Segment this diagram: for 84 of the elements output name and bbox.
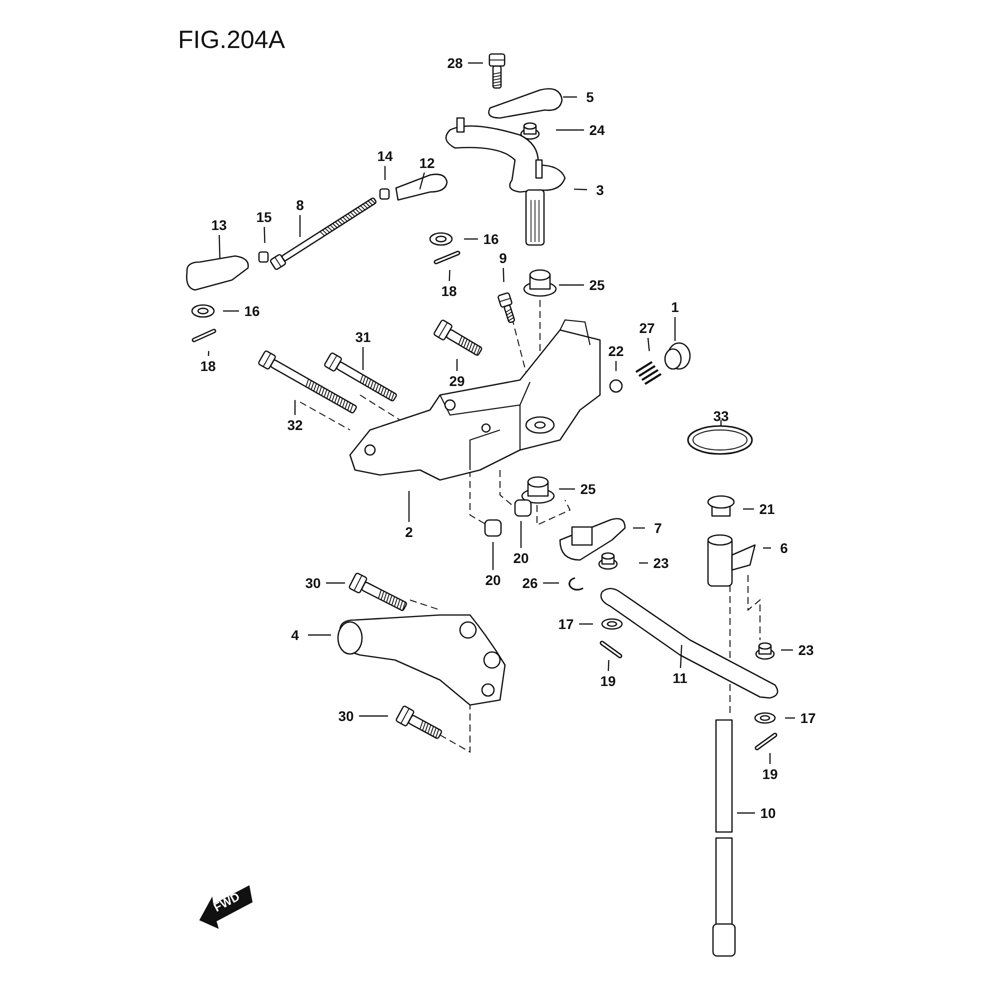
- callout-number: 31: [354, 329, 372, 345]
- callout-number: 24: [588, 122, 606, 138]
- leader-line: [556, 129, 584, 131]
- callout-number: 25: [588, 277, 606, 293]
- leader-line: [579, 623, 593, 625]
- leader-line: [633, 527, 645, 529]
- leader-line: [362, 347, 364, 370]
- leader-line: [647, 338, 650, 352]
- leader-line: [419, 172, 425, 190]
- callout-number: 20: [484, 572, 502, 588]
- leader-line: [502, 268, 504, 282]
- callout-number: 29: [448, 373, 466, 389]
- leader-line: [680, 644, 682, 668]
- callout-number: 3: [595, 182, 605, 198]
- callout-number: 5: [585, 89, 595, 105]
- callout-number: 7: [653, 520, 663, 536]
- callout-number: 19: [599, 673, 617, 689]
- callout-number: 16: [482, 231, 500, 247]
- callout-number: 30: [337, 708, 355, 724]
- leader-line: [464, 238, 478, 240]
- leader-line: [763, 547, 771, 549]
- leader-line: [674, 317, 676, 341]
- direction-label: FWD: [212, 890, 242, 914]
- callout-number: 20: [512, 550, 530, 566]
- leader-line: [563, 96, 577, 98]
- callout-number: 21: [758, 501, 776, 517]
- callout-number: 12: [418, 155, 436, 171]
- callout-number: 16: [243, 303, 261, 319]
- leader-line: [639, 562, 648, 564]
- callout-number: 28: [446, 55, 464, 71]
- callout-number: 26: [521, 575, 539, 591]
- callout-number: 8: [295, 197, 305, 213]
- leader-line: [408, 491, 410, 522]
- callout-number: 27: [638, 320, 656, 336]
- callout-number: 33: [712, 408, 730, 424]
- leader-line: [294, 400, 296, 415]
- leader-line: [559, 284, 584, 286]
- leader-line: [608, 660, 610, 672]
- leader-line: [615, 361, 617, 371]
- leader-line: [737, 812, 755, 814]
- leader-line: [264, 226, 266, 244]
- callout-number: 15: [255, 209, 273, 225]
- callout-number: 6: [779, 540, 789, 556]
- callout-number: 10: [759, 805, 777, 821]
- callout-number: 17: [557, 616, 575, 632]
- callout-number: 23: [797, 642, 815, 658]
- callout-number: 32: [286, 417, 304, 433]
- leader-line: [781, 649, 793, 651]
- callout-number: 11: [672, 670, 688, 686]
- leader-line: [720, 420, 722, 426]
- callout-number: 14: [376, 148, 394, 164]
- leader-line: [543, 582, 559, 584]
- callout-number: 18: [199, 358, 217, 374]
- leader-line: [468, 62, 483, 64]
- callout-number: 9: [498, 250, 508, 266]
- leader-line: [299, 215, 301, 237]
- leader-line: [384, 166, 386, 180]
- callout-number: 17: [799, 710, 817, 726]
- callout-number: 23: [652, 555, 670, 571]
- leader-line: [492, 542, 494, 570]
- leader-line: [743, 508, 754, 510]
- leader-line: [520, 521, 522, 548]
- leader-line: [785, 717, 795, 719]
- leader-line: [559, 488, 575, 490]
- leader-line: [448, 270, 450, 282]
- callout-number: 18: [440, 283, 458, 299]
- leader-line: [208, 350, 210, 356]
- leader-line: [218, 234, 220, 258]
- callout-number: 22: [607, 343, 625, 359]
- callout-number: 25: [579, 481, 597, 497]
- leader-line: [456, 359, 458, 371]
- leader-line: [326, 582, 345, 584]
- callout-number: 19: [761, 766, 779, 782]
- leader-line: [308, 634, 331, 636]
- callout-number: 4: [290, 627, 300, 643]
- callout-number: 2: [404, 524, 414, 540]
- callout-number: 1: [670, 299, 680, 315]
- figure-title: FIG.204A: [178, 26, 285, 55]
- leader-line: [574, 188, 588, 190]
- leader-line: [223, 310, 239, 312]
- leader-line: [359, 715, 388, 717]
- callout-number: 13: [210, 217, 228, 233]
- leader-line: [769, 753, 771, 764]
- callout-number: 30: [304, 575, 322, 591]
